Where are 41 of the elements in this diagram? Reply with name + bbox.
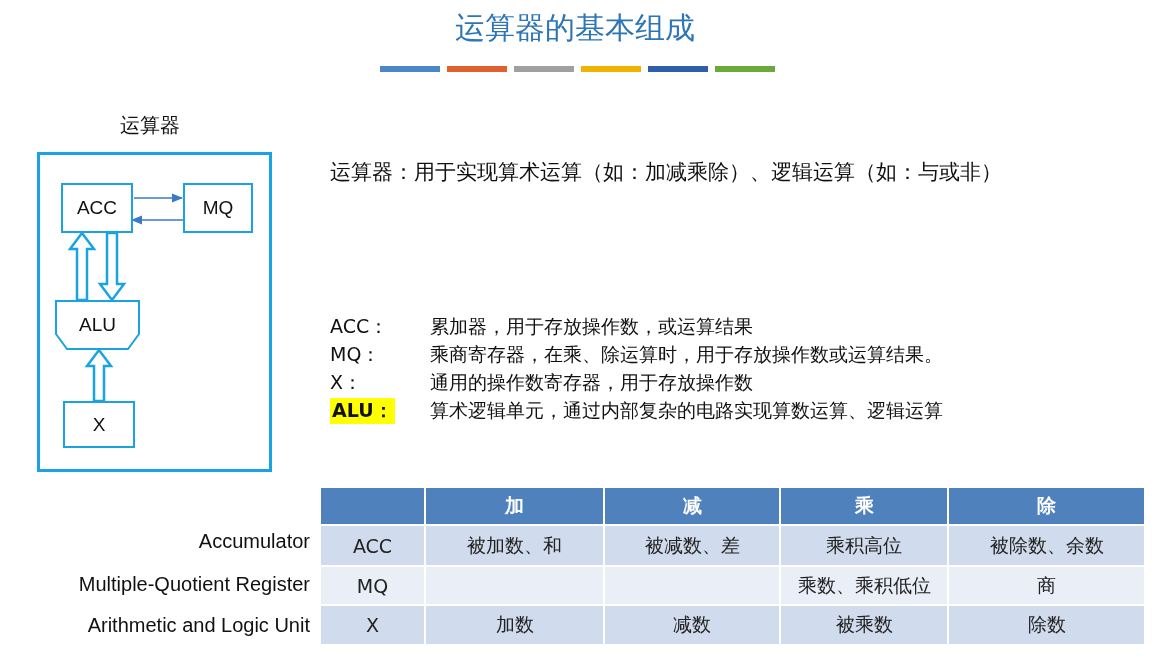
table-cell: 减数 — [604, 605, 780, 645]
table-cell: 乘数、乘积低位 — [780, 566, 948, 605]
register-box: MQ — [183, 183, 253, 233]
table-cell: X — [320, 605, 425, 645]
arrow — [130, 215, 185, 225]
hollow-arrow — [84, 347, 114, 403]
term-label: X： — [330, 370, 364, 395]
table-cell: 加数 — [425, 605, 604, 645]
header-cell: 乘 — [780, 487, 948, 525]
header-cell: 除 — [948, 487, 1145, 525]
description-text: 乘商寄存器，在乘、除运算时，用于存放操作数或运算结果。 — [430, 342, 944, 367]
full-name-text: Multiple-Quotient Register — [77, 573, 310, 597]
table-cell: 被除数、余数 — [948, 525, 1145, 566]
table-cell: 乘积高位 — [780, 525, 948, 566]
header-cell: 减 — [604, 487, 780, 525]
hollow-arrow — [97, 231, 127, 303]
outer-box — [37, 152, 272, 472]
header-cell: 加 — [425, 487, 604, 525]
term-label: ALU： — [330, 398, 395, 424]
heading-label: 运算器 — [119, 112, 181, 139]
alu-shape: ALU — [55, 300, 140, 350]
definition-text: 运算器：用于实现算术运算（如：加减乘除）、逻辑运算（如：与或非） — [330, 159, 1003, 186]
register-box: X — [63, 401, 135, 448]
term-label: ACC： — [330, 314, 390, 339]
table-cell: 被减数、差 — [604, 525, 780, 566]
register-box: ACC — [61, 183, 133, 233]
table-cell: MQ — [320, 566, 425, 605]
hollow-arrow — [67, 230, 97, 302]
description-text: 算术逻辑单元，通过内部复杂的电路实现算数运算、逻辑运算 — [430, 398, 944, 423]
table-cell: 商 — [948, 566, 1145, 605]
title: 运算器的基本组成 — [454, 9, 696, 47]
arrow — [133, 193, 184, 203]
table-cell: 除数 — [948, 605, 1145, 645]
table-cell: 被加数、和 — [425, 525, 604, 566]
description-text: 累加器，用于存放操作数，或运算结果 — [430, 314, 754, 339]
term-label: MQ： — [330, 342, 382, 367]
table-cell: 被乘数 — [780, 605, 948, 645]
table-cell: ACC — [320, 525, 425, 566]
full-name-text: Arithmetic and Logic Unit — [86, 614, 310, 638]
description-text: 通用的操作数寄存器，用于存放操作数 — [430, 370, 754, 395]
full-name-text: Accumulator — [197, 530, 310, 554]
